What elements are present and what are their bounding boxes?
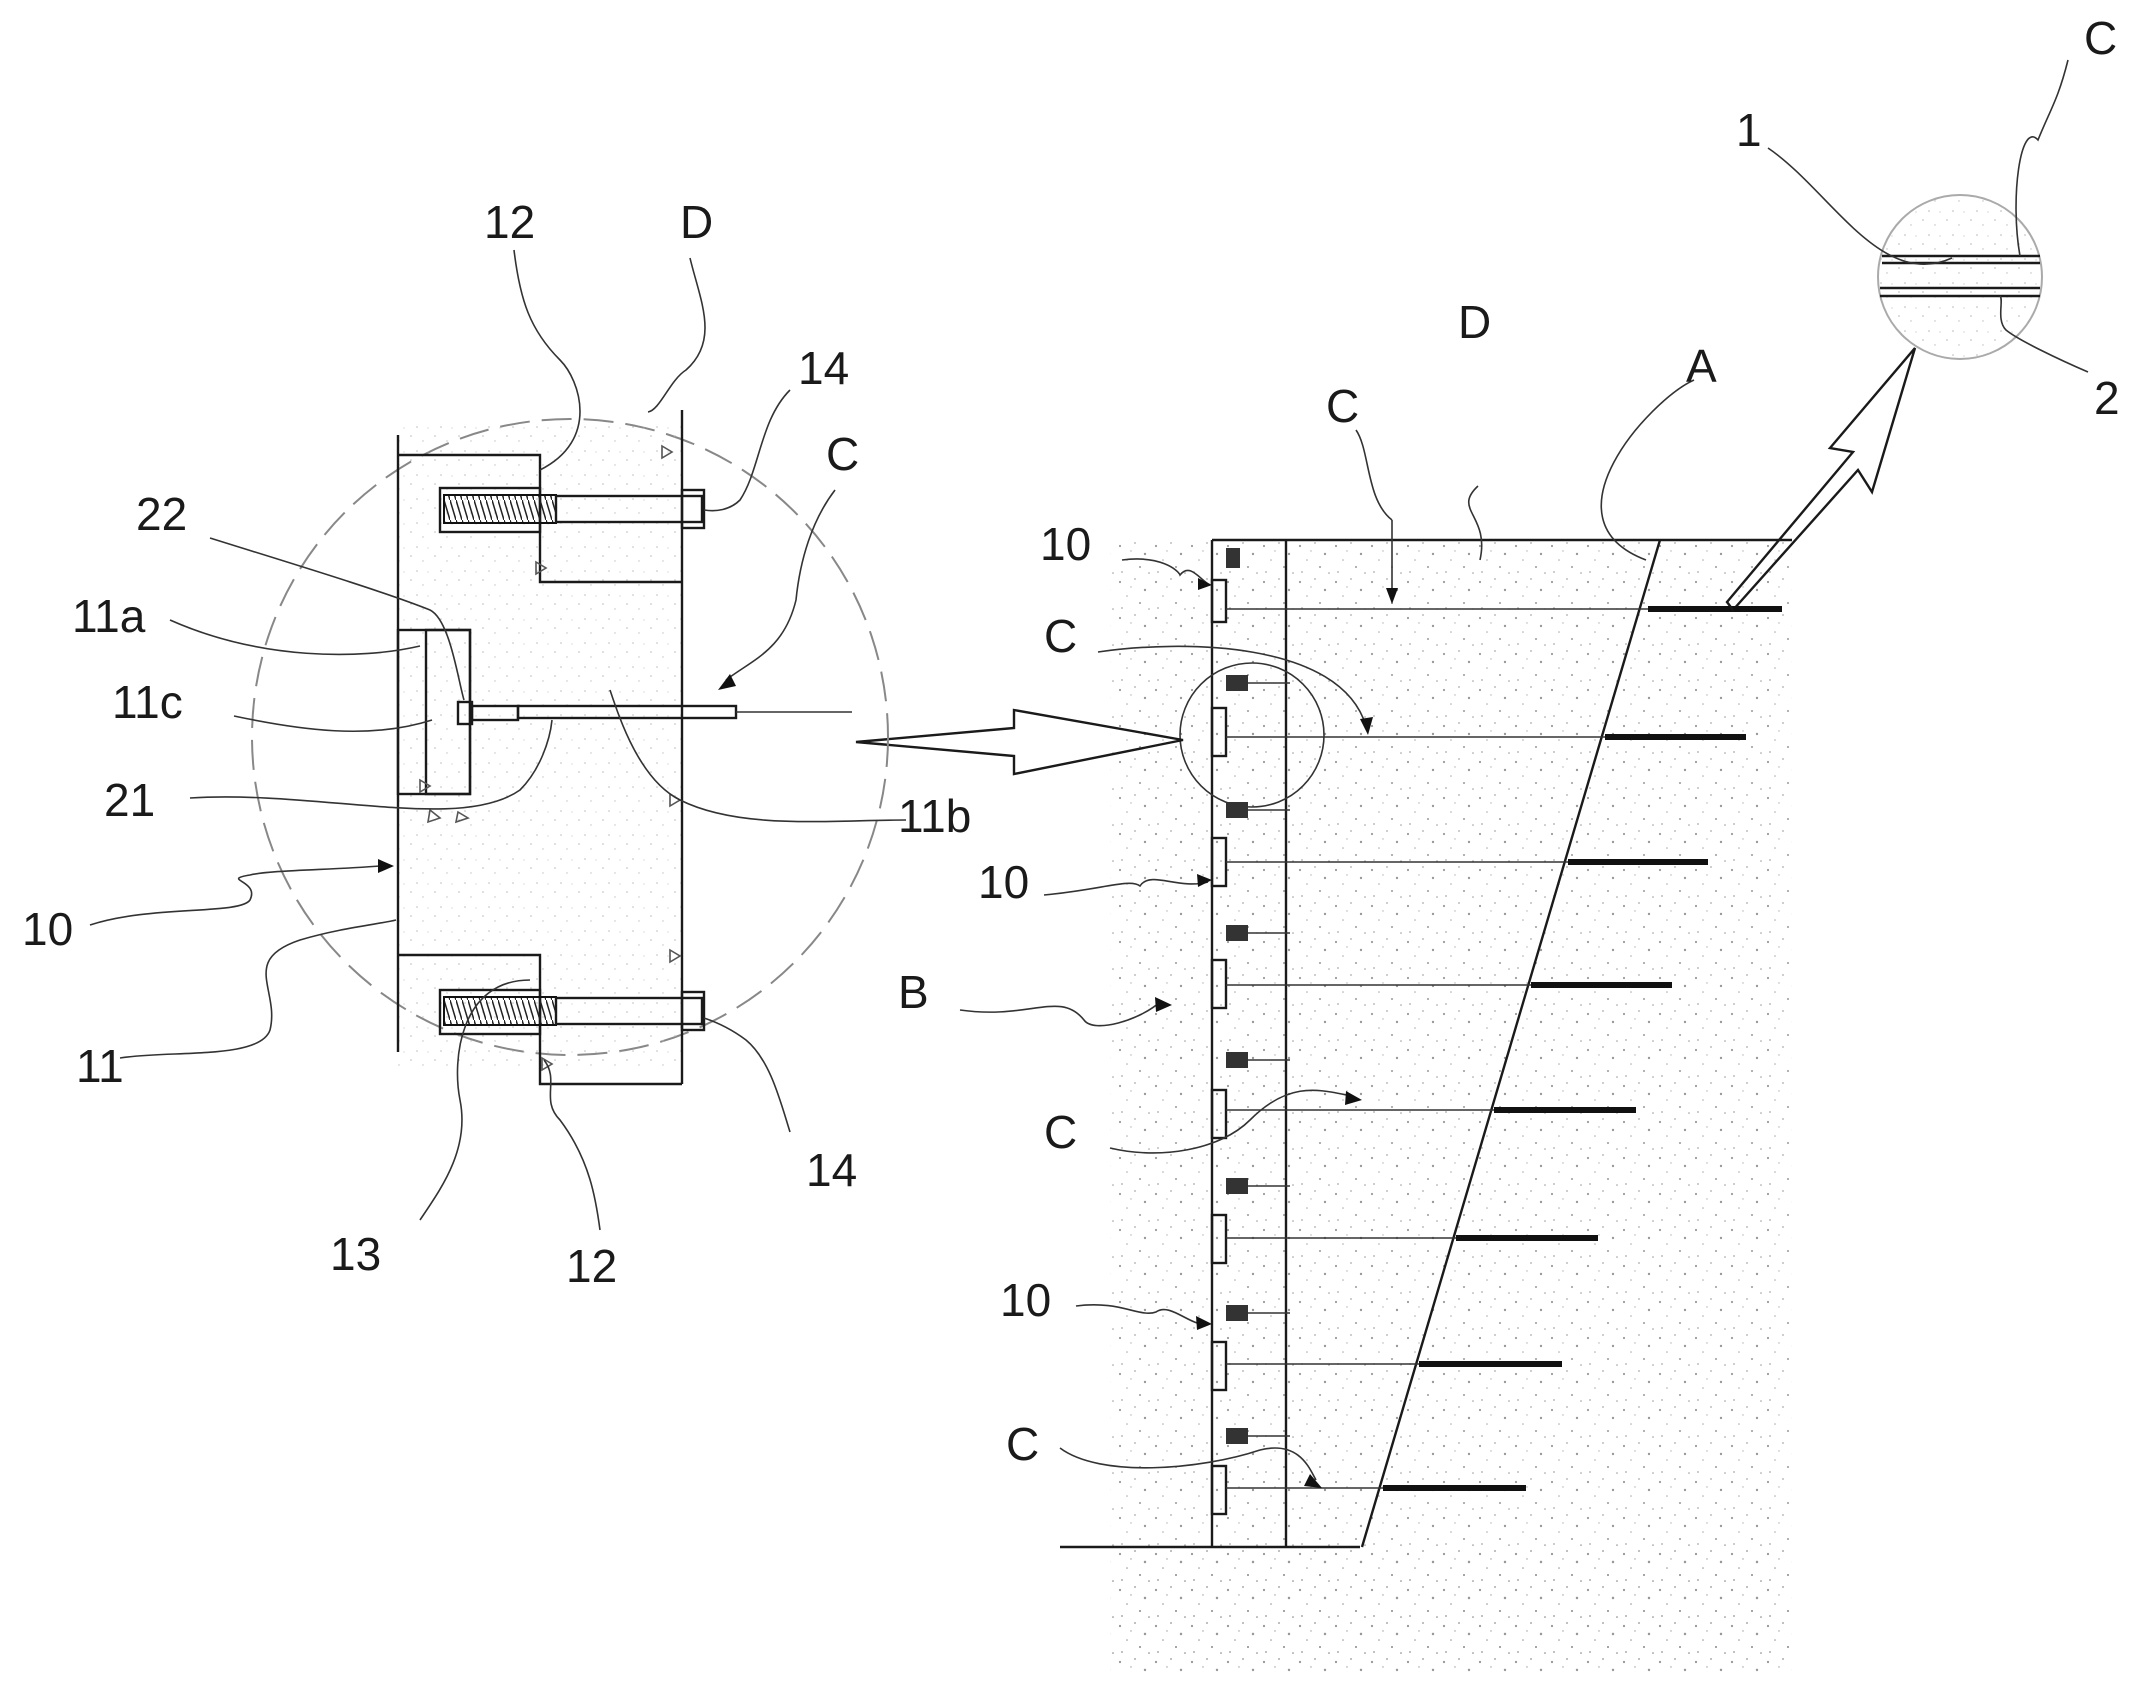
leader-c-top [1355, 429, 1393, 521]
label-11a: 11a [72, 590, 146, 642]
leader-10-detail [89, 865, 381, 926]
arrowhead-c-bottom [1304, 1474, 1322, 1488]
panel-unit-1 [1210, 548, 1240, 624]
arrowhead-c-upper [1360, 717, 1373, 735]
detail-arrow [855, 708, 1184, 776]
label-d-soil: D [1458, 296, 1491, 348]
bolt-bottom [438, 988, 706, 1036]
anchor-rods [1226, 606, 1782, 1491]
inset-arrow [1725, 347, 1917, 612]
label-11c: 11c [112, 676, 183, 728]
leader-11c [233, 715, 433, 733]
leader-10-mid [1043, 878, 1209, 896]
panel-unit-5 [1210, 1052, 1290, 1140]
inset-circle [1877, 194, 2043, 360]
leader-10-low [1075, 1304, 1207, 1325]
wall-section [855, 347, 1917, 1672]
arrowhead-10-mid [1197, 874, 1212, 887]
arrowhead-10-detail [378, 859, 394, 873]
leader-14-top [703, 389, 791, 512]
leader-inset-2 [1999, 295, 2089, 373]
label-10-low: 10 [1000, 1274, 1051, 1326]
leader-22 [209, 537, 465, 701]
label-22: 22 [136, 488, 187, 540]
label-11b: 11b [898, 790, 971, 842]
panel-unit-8 [1210, 1428, 1290, 1516]
labels: 12 D 14 C 22 11a 11c 21 11b 10 11 13 12 … [22, 12, 2120, 1470]
label-a-line: A [1686, 340, 1717, 392]
leader-inset-1 [1767, 147, 1953, 265]
arrowhead-10-top [1198, 578, 1212, 590]
anchor-head-dot [1733, 606, 1739, 612]
label-c-upper: C [1044, 610, 1077, 662]
leader-c-bottom [1059, 1447, 1317, 1481]
leader-d-detail [647, 257, 706, 413]
arrowhead-c-lower [1345, 1091, 1362, 1105]
leader-d-soil [1467, 485, 1483, 561]
label-12-bottom: 12 [566, 1240, 617, 1292]
label-14-top: 14 [798, 342, 849, 394]
panel-unit-7 [1210, 1305, 1290, 1392]
panel-unit-4 [1210, 925, 1290, 1010]
label-c-detail: C [826, 428, 859, 480]
bolt-top [438, 486, 706, 534]
leader-inset-c [2015, 59, 2069, 257]
arrowhead-c-detail [718, 674, 736, 690]
leader-11 [119, 919, 397, 1059]
leader-a [1600, 379, 1695, 561]
label-11: 11 [76, 1040, 124, 1092]
label-d-detail: D [680, 196, 713, 248]
soil-mass [1110, 540, 1792, 1672]
arrowhead-10-low [1196, 1316, 1212, 1330]
inset-detail [1767, 59, 2089, 373]
label-c-inset: C [2084, 12, 2117, 64]
panel-unit-2 [1210, 675, 1290, 758]
label-10-top: 10 [1040, 518, 1091, 570]
leader-c-upper [1097, 645, 1367, 727]
panel-unit-6 [1210, 1178, 1290, 1265]
anchor-assembly [396, 628, 852, 796]
label-10-mid: 10 [978, 856, 1029, 908]
label-12-top: 12 [484, 196, 535, 248]
slip-line-a [1360, 539, 1662, 1548]
aggregate-marks [419, 444, 682, 1072]
label-c-lower: C [1044, 1106, 1077, 1158]
label-10-detail: 10 [22, 903, 73, 955]
leader-13 [419, 979, 531, 1221]
recess-11c [424, 628, 472, 796]
leader-14-bottom [703, 1017, 791, 1133]
detail-view [89, 249, 907, 1231]
leader-c-detail [725, 489, 836, 681]
arrowhead-b [1155, 997, 1172, 1012]
label-21: 21 [104, 774, 155, 826]
label-13: 13 [330, 1228, 381, 1280]
label-b-wall: B [898, 966, 929, 1018]
leader-10-top [1121, 558, 1211, 586]
panel-units [1210, 548, 1290, 1516]
leader-21 [189, 719, 553, 810]
label-14-bottom: 14 [806, 1144, 857, 1196]
label-c-top: C [1326, 380, 1359, 432]
label-1-inset: 1 [1736, 104, 1762, 156]
label-2-inset: 2 [2094, 372, 2120, 424]
leader-12-top [513, 249, 581, 471]
soil-bottom [1110, 1545, 1790, 1670]
leader-12-bottom [543, 1059, 601, 1231]
arrowhead-c-top [1386, 588, 1398, 604]
leader-11b [609, 689, 907, 823]
label-c-bottom: C [1006, 1418, 1039, 1470]
leader-11a [169, 619, 421, 656]
leader-c-lower [1109, 1089, 1353, 1154]
wall-detail-circle [1179, 662, 1325, 808]
leader-b [959, 1001, 1161, 1027]
